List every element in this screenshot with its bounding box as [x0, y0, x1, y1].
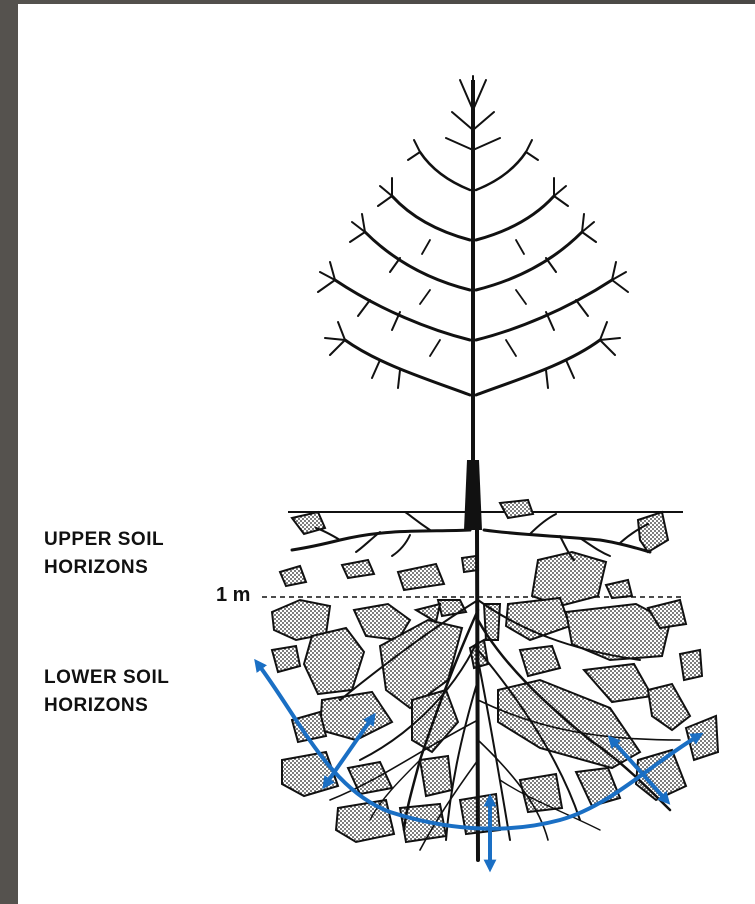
lower-soil-line-2: HORIZONS — [44, 692, 169, 720]
upper-soil-line-2: HORIZONS — [44, 554, 164, 582]
upper-soil-label: UPPER SOIL HORIZONS — [44, 526, 164, 582]
depth-marker-label: 1 m — [216, 584, 250, 607]
upper-soil-line-1: UPPER SOIL — [44, 526, 164, 554]
lower-soil-line-1: LOWER SOIL — [44, 664, 169, 692]
lower-soil-label: LOWER SOIL HORIZONS — [44, 664, 169, 720]
